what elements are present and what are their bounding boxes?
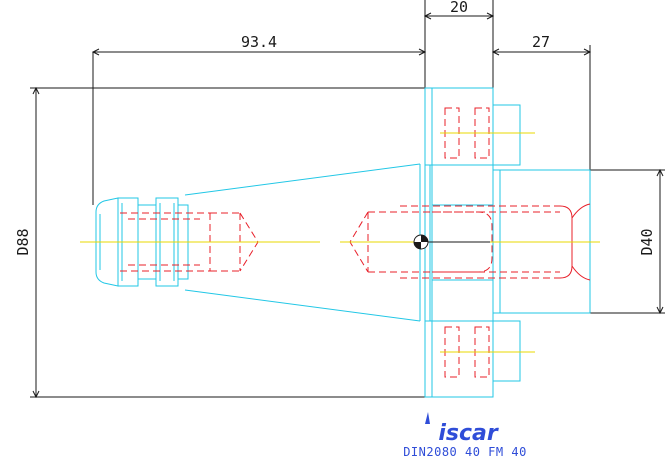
dimension-shank-diameter: D40 <box>638 228 656 255</box>
datum-marker-icon <box>413 234 490 250</box>
dimension-overall-length: 93.4 <box>241 33 277 51</box>
dimension-flange-diameter: D88 <box>14 228 32 255</box>
center-lines <box>80 132 600 353</box>
dimension-rear-length: 27 <box>532 33 550 51</box>
brand-logo: iscar <box>425 412 499 446</box>
dimension-flange-width: 20 <box>450 0 468 16</box>
tool-designation: DIN2080 40 FM 40 <box>403 445 527 459</box>
brand-logo-text: iscar <box>438 421 499 446</box>
dimension-lines <box>30 0 665 399</box>
